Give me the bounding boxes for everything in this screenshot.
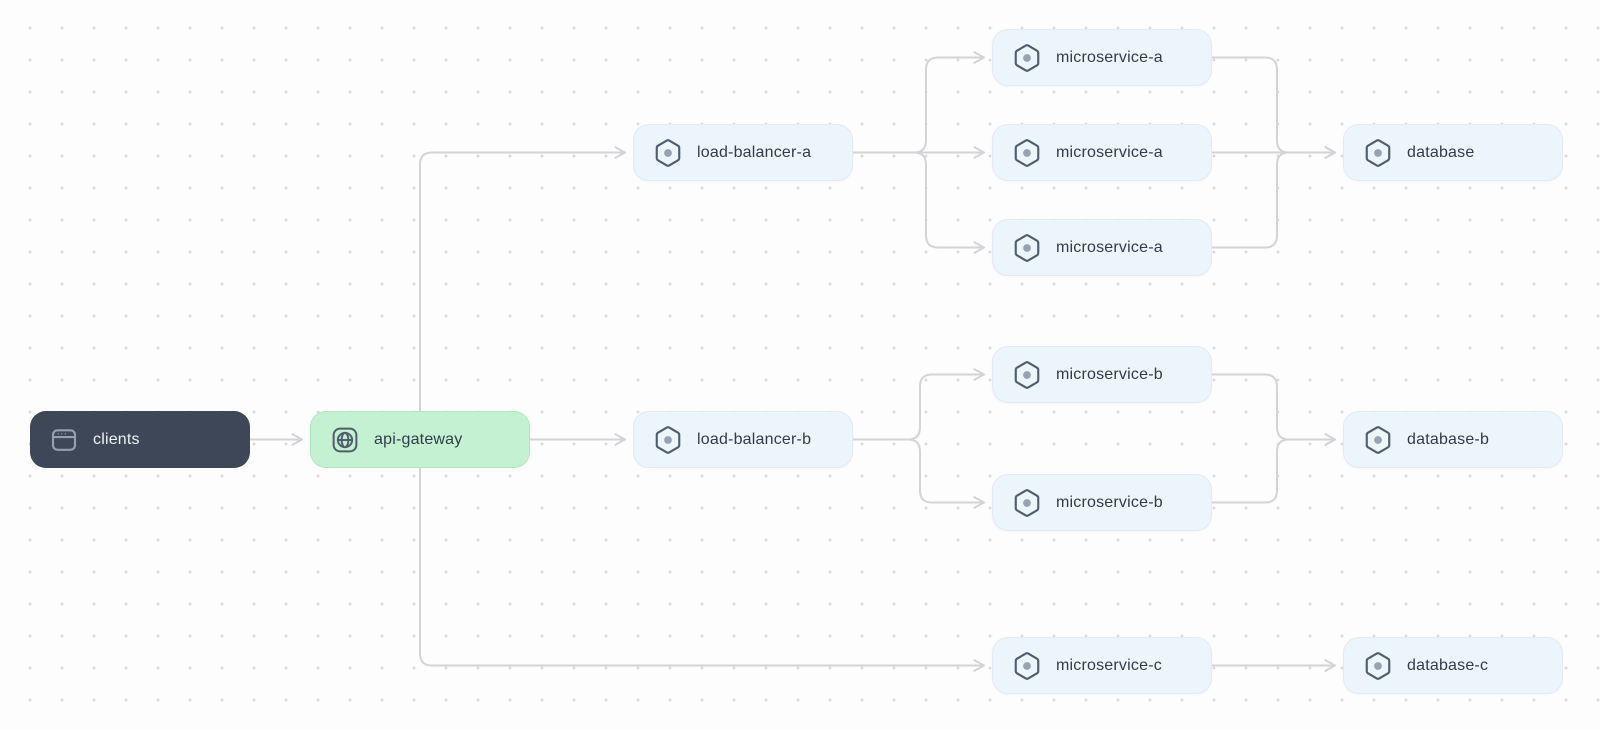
hexagon-icon bbox=[1363, 651, 1393, 681]
node-database-b[interactable]: database-b bbox=[1343, 411, 1563, 468]
node-database-c[interactable]: database-c bbox=[1343, 637, 1563, 694]
edge-load-balancer-a-to-microservice-a1 bbox=[853, 51, 986, 154]
node-microservice-a2[interactable]: microservice-a bbox=[992, 124, 1212, 181]
hexagon-icon bbox=[1012, 488, 1042, 518]
node-microservice-b2[interactable]: microservice-b bbox=[992, 474, 1212, 531]
edge-load-balancer-b-to-microservice-b1 bbox=[853, 368, 986, 441]
node-label: microservice-b bbox=[1056, 365, 1163, 383]
node-api-gateway[interactable]: api-gateway bbox=[310, 411, 530, 468]
edge-microservice-a3-to-database bbox=[1212, 146, 1337, 249]
node-label: database-b bbox=[1407, 430, 1490, 448]
node-microservice-a1[interactable]: microservice-a bbox=[992, 29, 1212, 86]
node-label: load-balancer-a bbox=[697, 143, 812, 161]
edge-microservice-a1-to-database bbox=[1212, 56, 1337, 159]
hexagon-icon bbox=[1012, 360, 1042, 390]
node-microservice-c[interactable]: microservice-c bbox=[992, 637, 1212, 694]
node-load-balancer-b[interactable]: load-balancer-b bbox=[633, 411, 853, 468]
hexagon-icon bbox=[1012, 233, 1042, 263]
node-label: load-balancer-b bbox=[697, 430, 812, 448]
node-microservice-a3[interactable]: microservice-a bbox=[992, 219, 1212, 276]
edge-microservice-b1-to-database-b bbox=[1212, 373, 1337, 446]
node-label: api-gateway bbox=[374, 430, 463, 448]
edge-api-gateway-to-microservice-c bbox=[419, 468, 986, 672]
node-microservice-b1[interactable]: microservice-b bbox=[992, 346, 1212, 403]
hexagon-icon bbox=[1012, 138, 1042, 168]
edge-load-balancer-b-to-microservice-b2 bbox=[853, 438, 986, 509]
node-clients[interactable]: clients bbox=[30, 411, 250, 468]
node-label: microservice-a bbox=[1056, 143, 1163, 161]
edge-api-gateway-to-load-balancer-a bbox=[419, 146, 627, 411]
hexagon-icon bbox=[653, 138, 683, 168]
node-label: microservice-b bbox=[1056, 493, 1163, 511]
node-label: microservice-a bbox=[1056, 238, 1163, 256]
node-label: clients bbox=[93, 430, 140, 448]
hexagon-icon bbox=[1363, 425, 1393, 455]
edge-microservice-b2-to-database-b bbox=[1212, 433, 1337, 504]
node-label: database-c bbox=[1407, 656, 1489, 674]
hexagon-icon bbox=[1012, 651, 1042, 681]
node-load-balancer-a[interactable]: load-balancer-a bbox=[633, 124, 853, 181]
node-label: microservice-a bbox=[1056, 48, 1163, 66]
node-label: database bbox=[1407, 143, 1475, 161]
edge-load-balancer-a-to-microservice-a3 bbox=[853, 151, 986, 254]
hexagon-icon bbox=[1012, 43, 1042, 73]
hexagon-icon bbox=[653, 425, 683, 455]
app-window-icon bbox=[49, 425, 79, 455]
node-database[interactable]: database bbox=[1343, 124, 1563, 181]
globe-icon bbox=[330, 425, 360, 455]
node-label: microservice-c bbox=[1056, 656, 1162, 674]
hexagon-icon bbox=[1363, 138, 1393, 168]
